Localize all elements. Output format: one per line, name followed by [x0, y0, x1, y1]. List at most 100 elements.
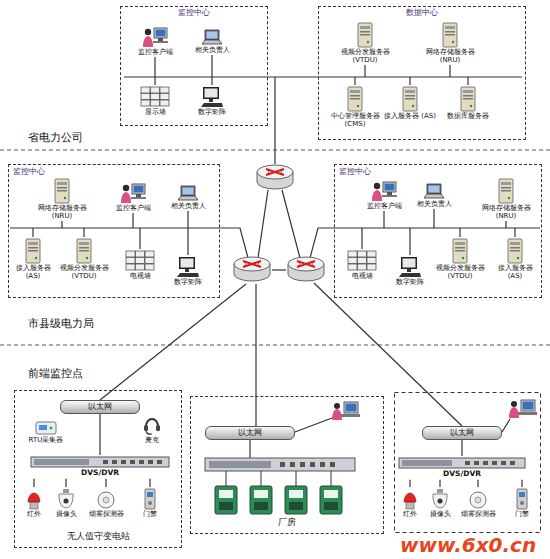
device-caption: 以太网 [427, 428, 497, 438]
group-heading: 监控中心 [13, 168, 45, 176]
smoke-device: 烟雾探测器 [458, 488, 498, 518]
server-icon [401, 86, 419, 112]
pc-device: 监控客户端 [111, 182, 155, 212]
server-icon [346, 86, 364, 112]
server-icon [356, 22, 374, 48]
device-caption: 中心管理服务器 (CMS) [328, 112, 382, 128]
group-heading: 厂房 [191, 518, 383, 528]
dashed-group: 厂房 以太网 [190, 396, 384, 534]
device-caption: 网络存储服务器 (NRU) [423, 48, 477, 64]
sensor-link [65, 479, 66, 487]
server-device: 接入服务器 (AS) [12, 238, 54, 280]
rack-icon [30, 455, 170, 469]
server-device: 网络存储服务器 (NRU) [479, 178, 533, 220]
device-caption: 电视墙 [122, 272, 158, 280]
rtu-icon [34, 420, 58, 436]
laptop-device: 相关负责人 [190, 28, 234, 54]
device-caption: 相关负责人 [166, 202, 210, 210]
device-caption: 视频分发服务器 (VTDU) [338, 48, 392, 64]
section-label: 市县级电力局 [28, 318, 94, 330]
pc-device: 监控客户端 [362, 180, 406, 210]
bus-stub [409, 228, 410, 255]
mic-device: 麦克 [138, 414, 166, 444]
cam-device: 摄像头 [427, 488, 453, 518]
wall-device: 电视墙 [344, 250, 380, 280]
bus-stub [211, 55, 212, 77]
cam-icon [431, 488, 449, 510]
section-label: 前端监控点 [28, 368, 83, 380]
device-caption: 显示墙 [135, 108, 175, 116]
server-icon [24, 238, 42, 264]
bus-stub [211, 77, 212, 85]
matrix-icon [200, 86, 224, 108]
bus-stub [364, 65, 365, 77]
cam-device: 摄像头 [53, 488, 79, 518]
ir-icon [403, 488, 417, 510]
device-caption: 接入服务器 (AS) [12, 264, 54, 280]
ir-device: 红外 [400, 488, 420, 518]
server-icon [506, 238, 524, 264]
ethernet-bar: 以太网 [60, 400, 140, 414]
bus-stub [361, 228, 362, 249]
meter-icon [215, 486, 342, 514]
group-heading: 无人值守变电站 [15, 532, 181, 542]
laptop-device: 相关负责人 [166, 184, 210, 210]
dashed-group: 监控中心监控客户端相关负责人网络存储服务器 (NRU)电视墙数字矩阵视频分发服务… [334, 164, 542, 298]
cam-icon [57, 488, 75, 510]
device-caption: 红外 [400, 510, 420, 518]
device-caption: 电视墙 [344, 272, 380, 280]
pc-icon [120, 182, 146, 204]
network-connector [99, 414, 100, 455]
server-device: 数据库服务器 [441, 86, 495, 120]
mic-icon [143, 414, 161, 436]
matrix-device: 数字矩阵 [390, 256, 430, 286]
bus-stub [514, 228, 515, 237]
bus-stub [187, 228, 188, 255]
wall-icon [347, 250, 377, 272]
device-caption: DVS/DVR [30, 469, 170, 478]
smoke-device: 烟雾探测器 [86, 488, 126, 518]
device-caption: 监控客户端 [111, 204, 155, 212]
bus-stub [83, 228, 84, 237]
server-icon [53, 178, 71, 204]
bus-stub [459, 228, 460, 237]
server-icon [451, 238, 469, 264]
device-caption: 烟雾探测器 [458, 510, 498, 518]
device-caption: 相关负责人 [412, 200, 456, 208]
device-caption: 以太网 [210, 428, 290, 438]
server-device: 视频分发服务器 (VTDU) [433, 238, 487, 280]
device-caption: 门禁 [140, 510, 160, 518]
server-icon [75, 238, 93, 264]
sensor-link [477, 480, 478, 487]
rack-icon [398, 456, 526, 470]
bus-stub [61, 221, 62, 228]
device-caption: 摄像头 [53, 510, 79, 518]
device-caption: 监控客户端 [362, 202, 406, 210]
server-device: 视频分发服务器 (VTDU) [338, 22, 392, 64]
rtu-device: RTU采集器 [22, 420, 70, 444]
server-icon [497, 178, 515, 204]
smoke-icon [97, 488, 115, 510]
sensor-link [33, 479, 34, 487]
meter-links [226, 471, 331, 486]
rack-device: DVS/DVR [398, 456, 526, 479]
sensor-link [409, 480, 410, 487]
server-device: 中心管理服务器 (CMS) [328, 86, 382, 128]
door-device: 门禁 [140, 488, 160, 518]
laptop-icon [423, 182, 445, 200]
group-heading: 监控中心 [121, 9, 267, 17]
device-caption: 数字矩阵 [390, 278, 430, 286]
door-icon [144, 488, 156, 510]
server-device: 网络存储服务器 (NRU) [423, 22, 477, 64]
device-caption: 红外 [24, 510, 44, 518]
matrix-device: 数字矩阵 [168, 256, 208, 286]
site-box [395, 393, 541, 533]
bus-stub [132, 213, 133, 228]
bus-stub [505, 221, 506, 228]
device-caption: DVS/DVR [398, 470, 526, 479]
device-caption: 数据库服务器 [441, 112, 495, 120]
bus-stub [154, 77, 155, 85]
rack-device: DVS/DVR [30, 455, 170, 478]
bus-stub [409, 77, 410, 85]
server-icon [459, 86, 477, 112]
